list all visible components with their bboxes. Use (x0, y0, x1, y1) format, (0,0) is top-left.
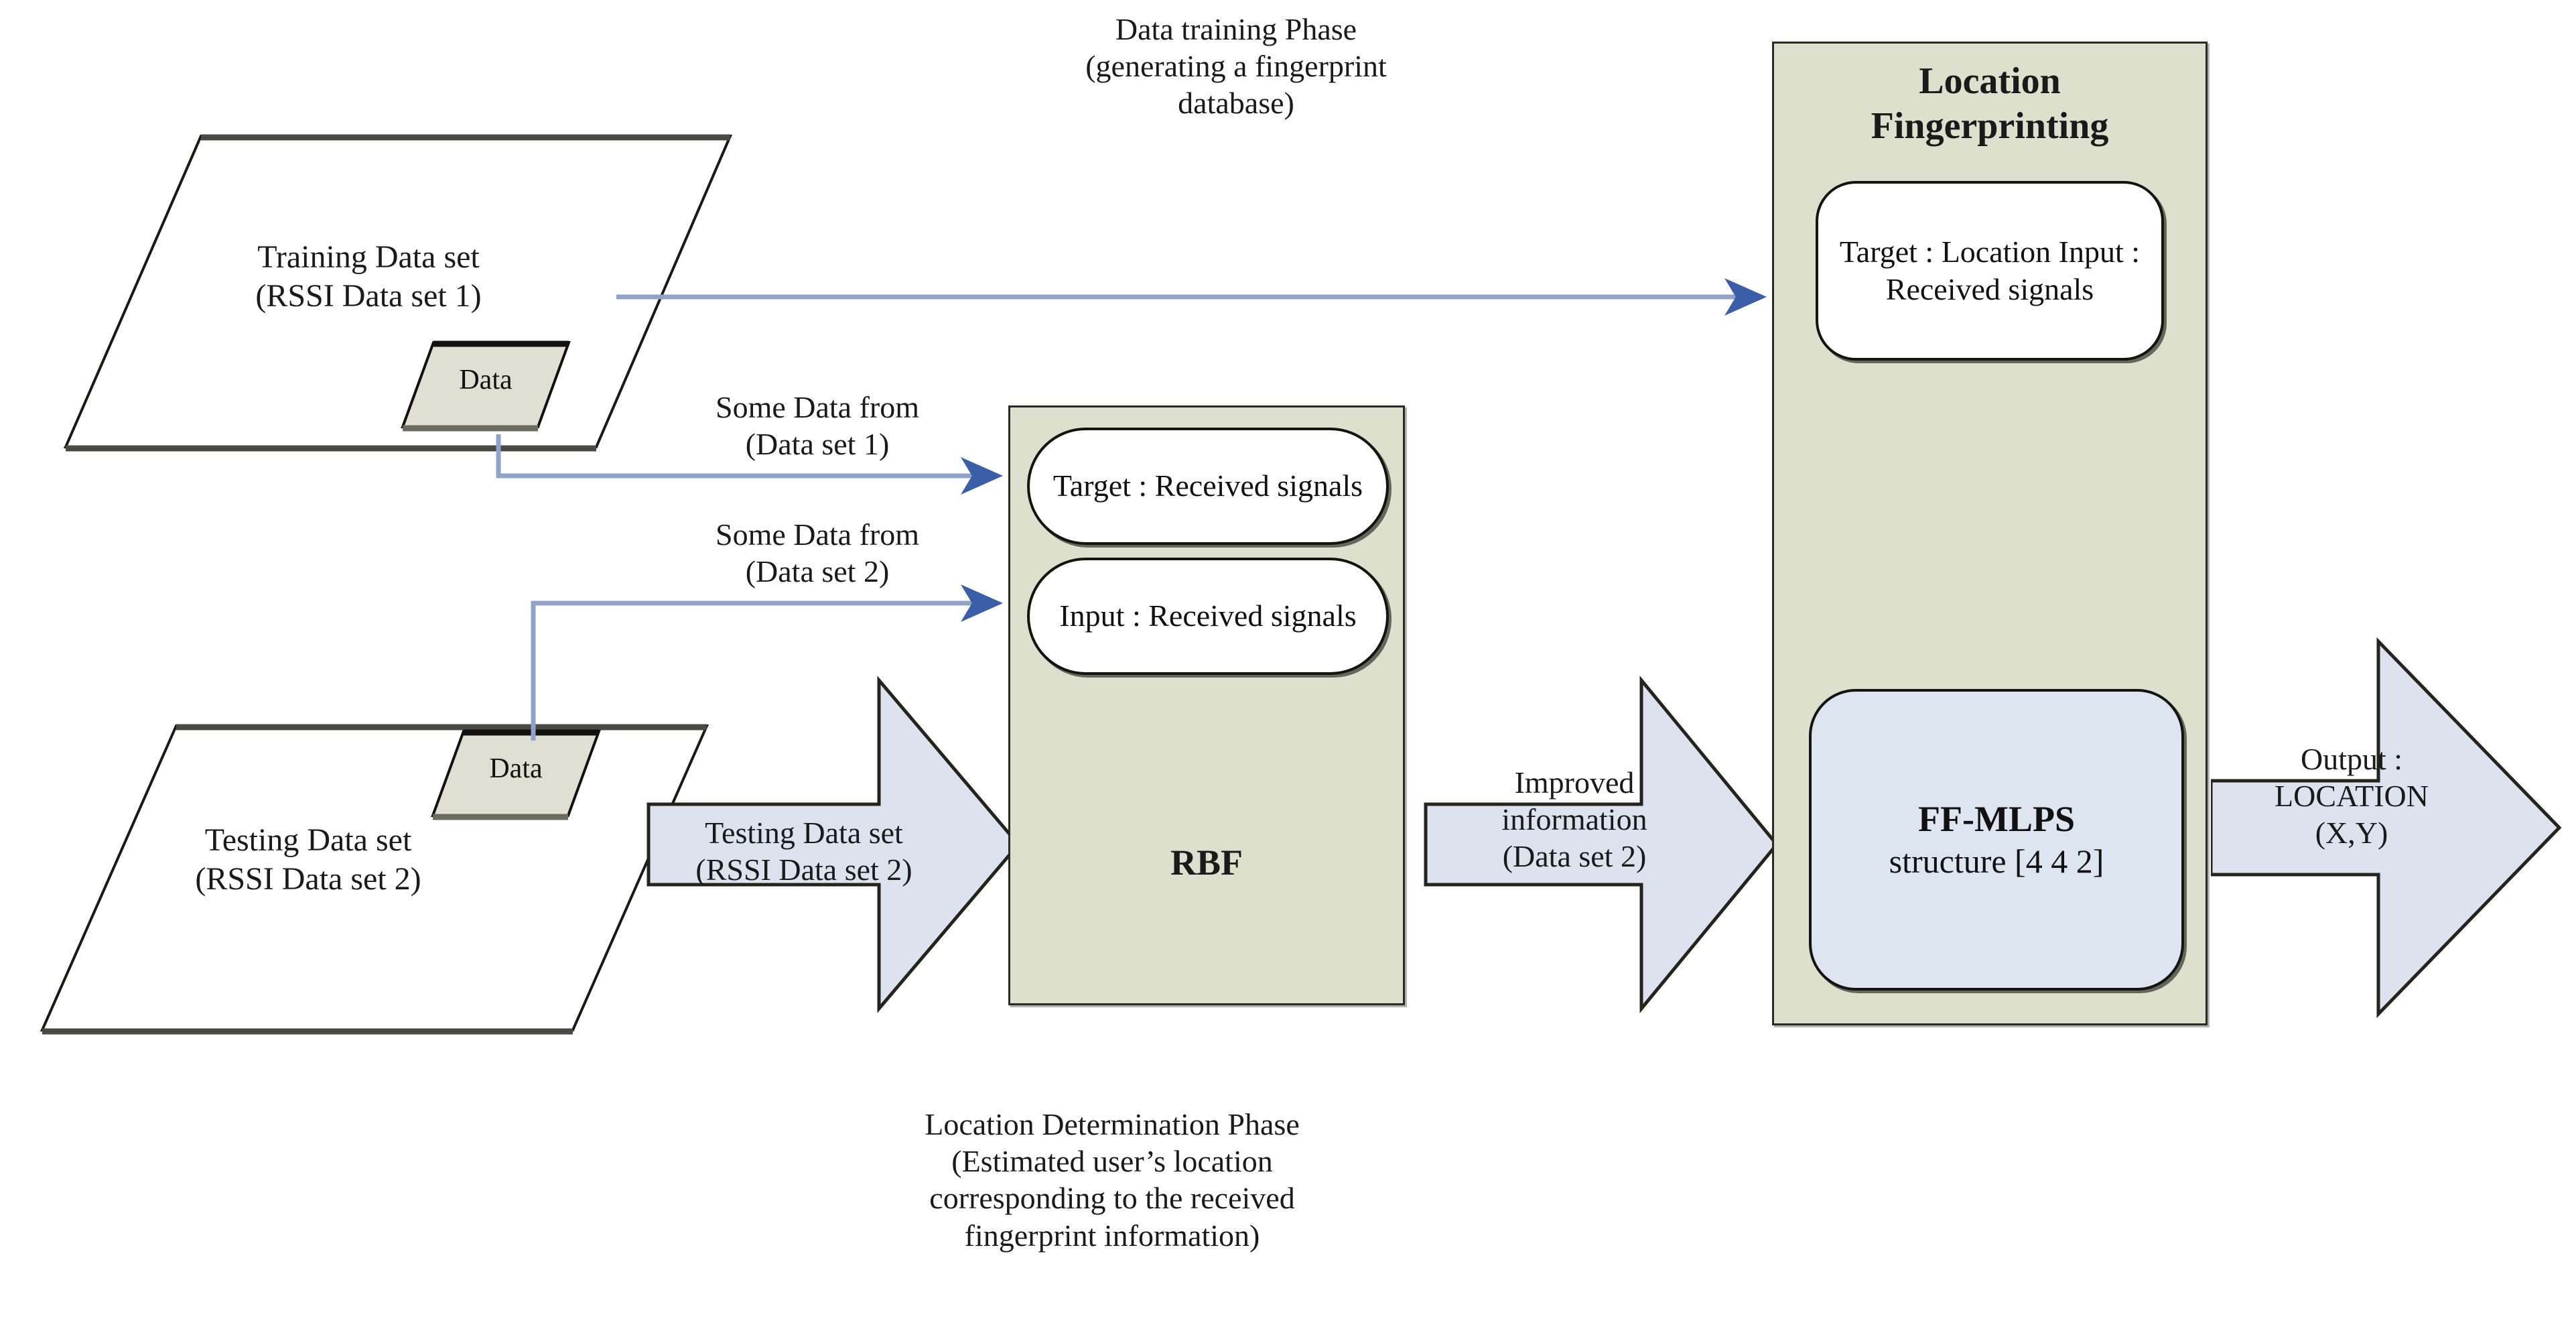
fingerprint-target-pill-label: Target : Location Input : Received signa… (1839, 234, 2141, 306)
training-data-slab: Data (399, 338, 573, 436)
fingerprint-target-pill: Target : Location Input : Received signa… (1816, 181, 2164, 361)
block-arrow-testing-input (643, 653, 1032, 1035)
training-dataset-label: Training Data set (RSSI Data set 1) (255, 239, 482, 314)
data-training-phase-label: Data training Phase (generating a finger… (1085, 12, 1387, 121)
rbf-input-pill: Input : Received signals (1027, 558, 1389, 675)
location-fingerprinting-title: Location Fingerprinting (1871, 60, 2109, 147)
some-data-from-dataset1-label: Some Data from (Data set 1) (715, 390, 920, 462)
ff-mlps-model-pill: FF-MLPS structure [4 4 2] (1809, 689, 2184, 991)
some-data-from-dataset2-label: Some Data from (Data set 2) (715, 517, 920, 589)
rbf-target-pill-label: Target : Received signals (1053, 468, 1363, 503)
training-data-slab-label: Data (459, 365, 513, 395)
ff-mlps-title: FF-MLPS (1918, 798, 2075, 839)
testing-data-slab: Data (429, 727, 603, 824)
location-determination-phase-label: Location Determination Phase (Estimated … (925, 1107, 1300, 1253)
rbf-panel-title: RBF (1170, 842, 1243, 883)
ff-mlps-structure: structure [4 4 2] (1889, 842, 2104, 881)
block-arrow-improved-information-label: Improved information (Data set 2) (1501, 765, 1647, 874)
block-arrow-output-location (2211, 620, 2573, 1035)
testing-dataset-label: Testing Data set (RSSI Data set 2) (195, 822, 421, 897)
block-arrow-improved-information (1420, 653, 1789, 1035)
testing-data-slab-label: Data (489, 753, 543, 784)
rbf-input-pill-label: Input : Received signals (1059, 598, 1357, 633)
rbf-target-pill: Target : Received signals (1027, 428, 1389, 545)
block-arrow-output-location-label: Output : LOCATION (X,Y) (2275, 742, 2429, 850)
block-arrow-testing-input-label: Testing Data set (RSSI Data set 2) (695, 816, 912, 887)
